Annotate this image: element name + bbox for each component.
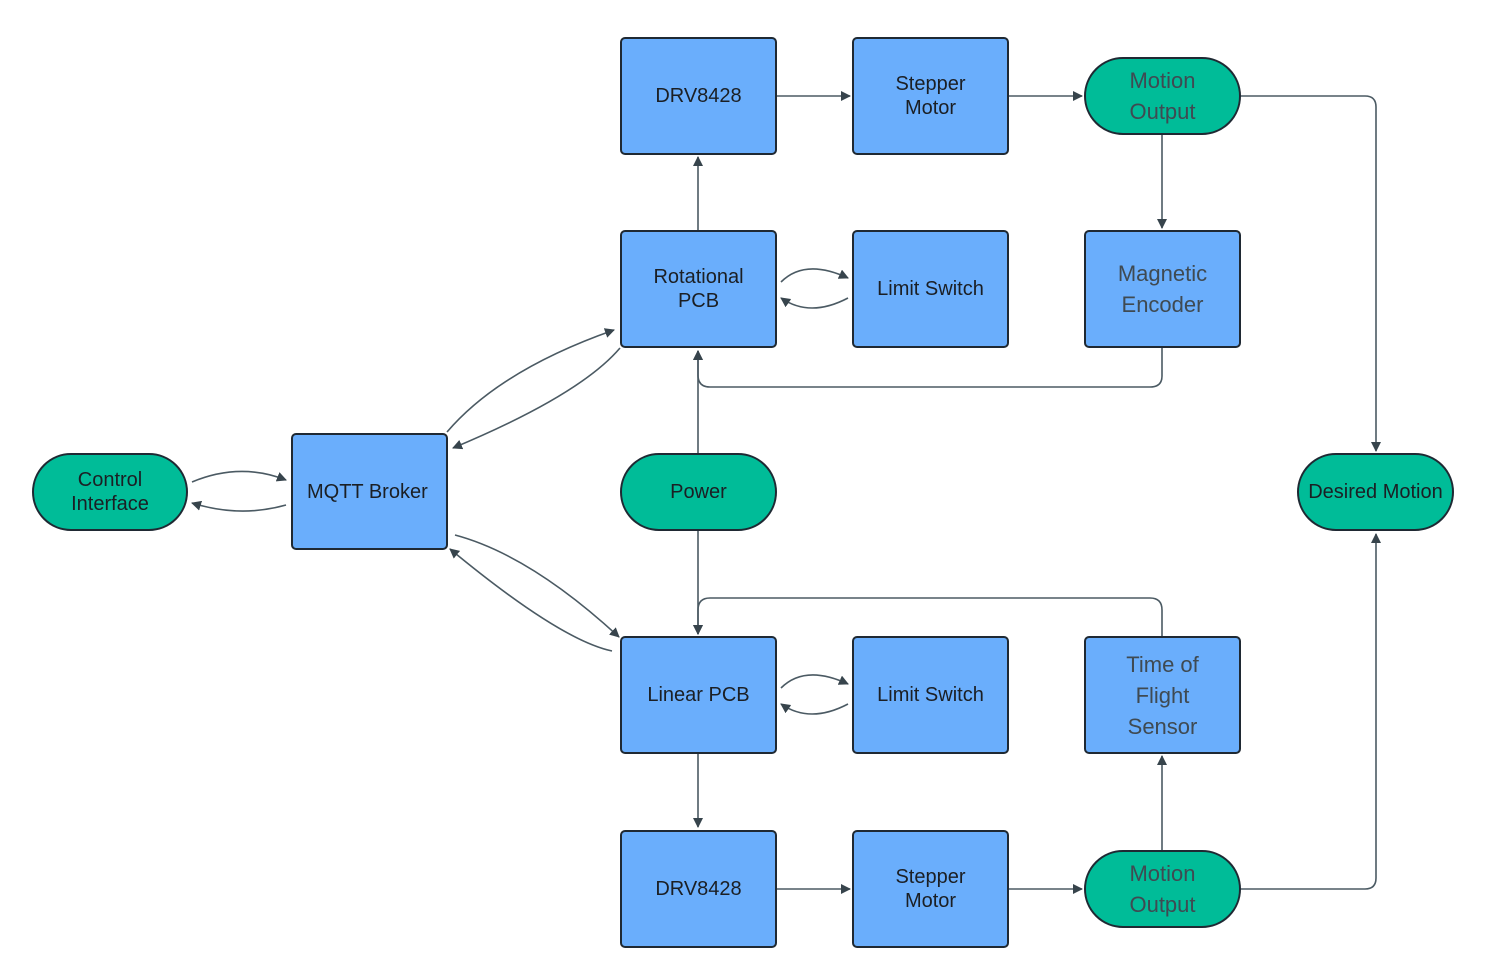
magnetic-encoder-node: Magnetic Encoder xyxy=(1084,230,1241,348)
rotational-stepper-motor-node: Stepper Motor xyxy=(852,37,1009,155)
arrow-broker-to-rotational-pcb xyxy=(446,328,615,433)
rotational-limit-switch-node: Limit Switch xyxy=(852,230,1009,348)
arrow-linear-to-limit xyxy=(780,674,849,689)
arrow-linear-pcb-to-broker xyxy=(449,548,613,652)
desired-motion-node: Desired Motion xyxy=(1297,453,1454,531)
linear-pcb-node: Linear PCB xyxy=(620,636,777,754)
arrow-rotational-to-limit xyxy=(780,268,849,283)
linear-limit-switch-node: Limit Switch xyxy=(852,636,1009,754)
arrow-tof-to-linear-pcb xyxy=(693,597,1163,637)
arrow-output-top-to-desired xyxy=(1240,95,1381,452)
arrow-output-bottom-to-desired xyxy=(1240,533,1381,890)
arrow-limit-to-rotational xyxy=(780,297,849,309)
time-of-flight-sensor-node: Time of Flight Sensor xyxy=(1084,636,1241,754)
mqtt-broker-node: MQTT Broker xyxy=(291,433,448,550)
rotational-pcb-node: Rotational PCB xyxy=(620,230,777,348)
arrow-rotational-pcb-to-broker xyxy=(452,347,621,450)
linear-motion-output-node: Motion Output xyxy=(1084,850,1241,928)
rotational-driver-node: DRV8428 xyxy=(620,37,777,155)
arrow-limit-to-linear xyxy=(780,703,849,715)
power-node: Power xyxy=(620,453,777,531)
arrow-broker-to-control xyxy=(191,500,287,512)
rotational-motion-output-node: Motion Output xyxy=(1084,57,1241,135)
arrow-encoder-to-rotational-pcb xyxy=(693,347,1163,388)
linear-driver-node: DRV8428 xyxy=(620,830,777,948)
control-interface-node: Control Interface xyxy=(32,453,188,531)
arrow-broker-to-linear-pcb xyxy=(454,534,620,638)
arrow-control-to-broker xyxy=(191,470,287,483)
linear-stepper-motor-node: Stepper Motor xyxy=(852,830,1009,948)
